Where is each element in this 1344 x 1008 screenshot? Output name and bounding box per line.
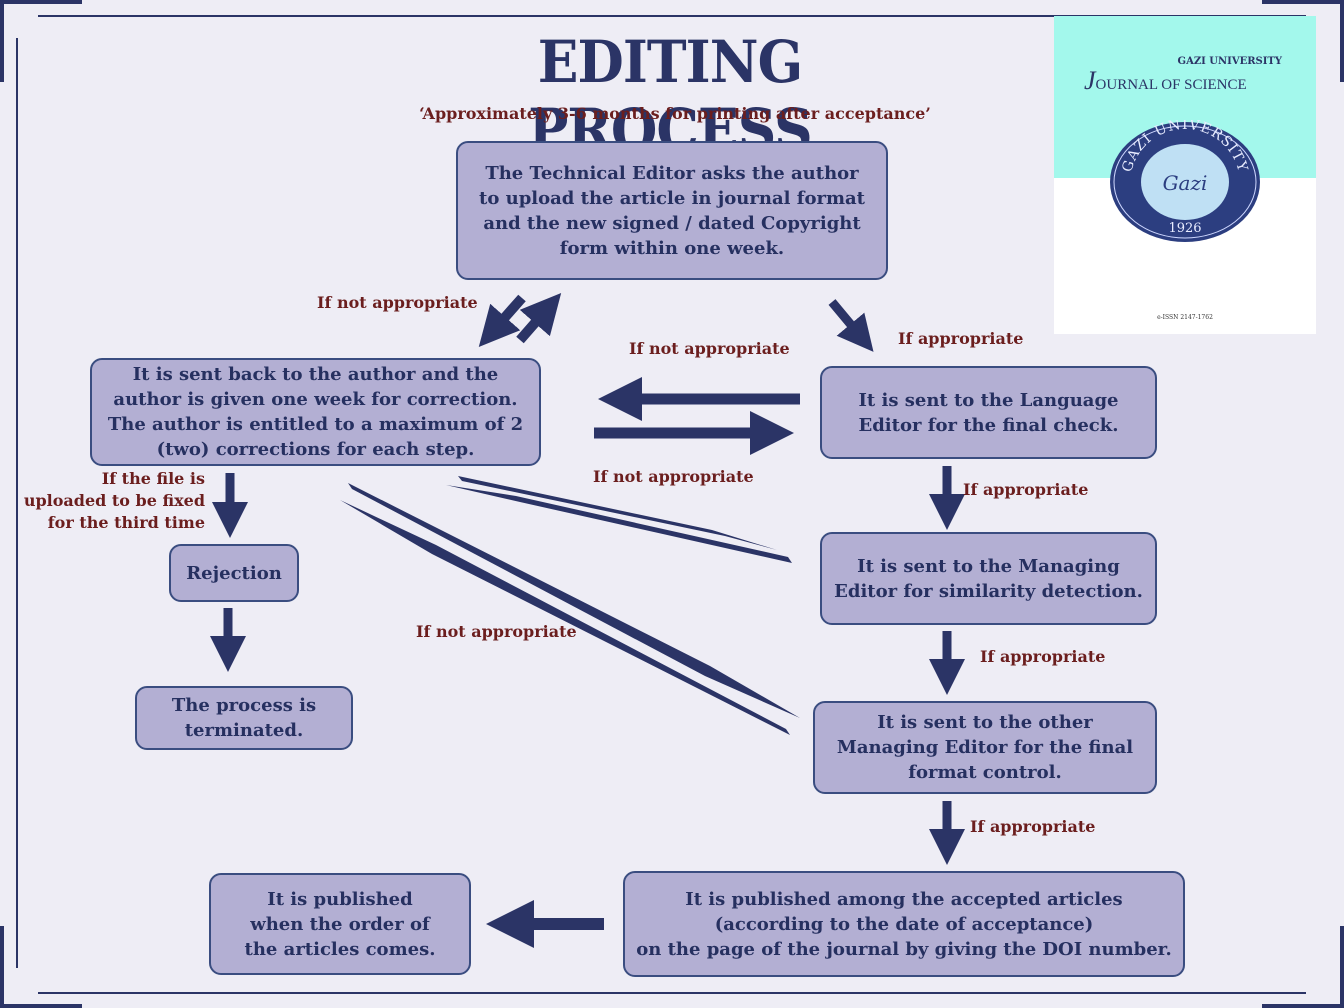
seal-year: 1926 xyxy=(1168,221,1201,236)
arrow-to-technical-editor xyxy=(516,292,562,344)
cover-journal-title: JOURNAL OF SCIENCE xyxy=(1084,66,1247,96)
seal-signature: Gazi xyxy=(1163,171,1208,195)
label-not-appropriate-4: If not appropriate xyxy=(416,622,577,641)
frame-top-line xyxy=(38,15,1306,17)
label-not-appropriate-3: If not appropriate xyxy=(593,467,754,486)
box-sent-back: It is sent back to the author and the au… xyxy=(90,358,541,466)
cover-journal-rest: OURNAL OF SCIENCE xyxy=(1095,77,1247,93)
page-subtitle: ‘Approximately 3-6 months for printing a… xyxy=(419,104,931,123)
frame-bottom-line xyxy=(38,992,1306,994)
arrow-sent-back-to-other xyxy=(348,483,800,718)
frame-corner-tl-h xyxy=(0,0,82,4)
box-managing-editor: It is sent to the Managing Editor for si… xyxy=(820,532,1157,625)
box-language-editor: It is sent to the Language Editor for th… xyxy=(820,366,1157,459)
arrow-sent-back-to-managing xyxy=(458,476,777,550)
frame-corner-br-h xyxy=(1262,1004,1344,1008)
label-third-time: If the file is uploaded to be fixed for … xyxy=(23,469,205,532)
cover-issn: e-ISSN 2147-1762 xyxy=(1157,314,1213,321)
frame-corner-br-v xyxy=(1340,926,1344,1008)
label-not-appropriate-2: If not appropriate xyxy=(629,339,790,358)
journal-cover: GAZI UNIVERSITY JOURNAL OF SCIENCE GAZI … xyxy=(1054,16,1316,334)
box-published-order: It is published when the order of the ar… xyxy=(209,873,471,975)
frame-corner-tl-v xyxy=(0,0,4,82)
box-technical-editor: The Technical Editor asks the author to … xyxy=(456,141,888,280)
arrow-technical-to-language xyxy=(828,299,874,352)
label-not-appropriate-1: If not appropriate xyxy=(317,293,478,312)
box-terminated: The process is terminated. xyxy=(135,686,353,750)
box-other-managing-editor: It is sent to the other Managing Editor … xyxy=(813,701,1157,794)
label-appropriate-4: If appropriate xyxy=(970,817,1096,836)
arrow-other-to-sent-back xyxy=(340,500,790,735)
cover-university: GAZI UNIVERSITY xyxy=(1177,56,1282,67)
box-published-accepted: It is published among the accepted artic… xyxy=(623,871,1185,977)
university-seal-icon: GAZI UNIVERSITY Gazi 1926 xyxy=(1110,120,1260,242)
arrow-to-sent-back xyxy=(478,294,526,347)
label-appropriate-1: If appropriate xyxy=(898,329,1024,348)
label-appropriate-3: If appropriate xyxy=(980,647,1106,666)
frame-corner-tr-h xyxy=(1262,0,1344,4)
frame-left-line xyxy=(16,38,18,968)
cover-journal-initial: J xyxy=(1084,66,1096,95)
frame-corner-bl-h xyxy=(0,1004,82,1008)
box-rejection: Rejection xyxy=(169,544,299,602)
arrow-managing-to-sent-back xyxy=(446,485,792,563)
frame-corner-bl-v xyxy=(0,926,4,1008)
frame-corner-tr-v xyxy=(1340,0,1344,82)
label-appropriate-2: If appropriate xyxy=(963,480,1089,499)
